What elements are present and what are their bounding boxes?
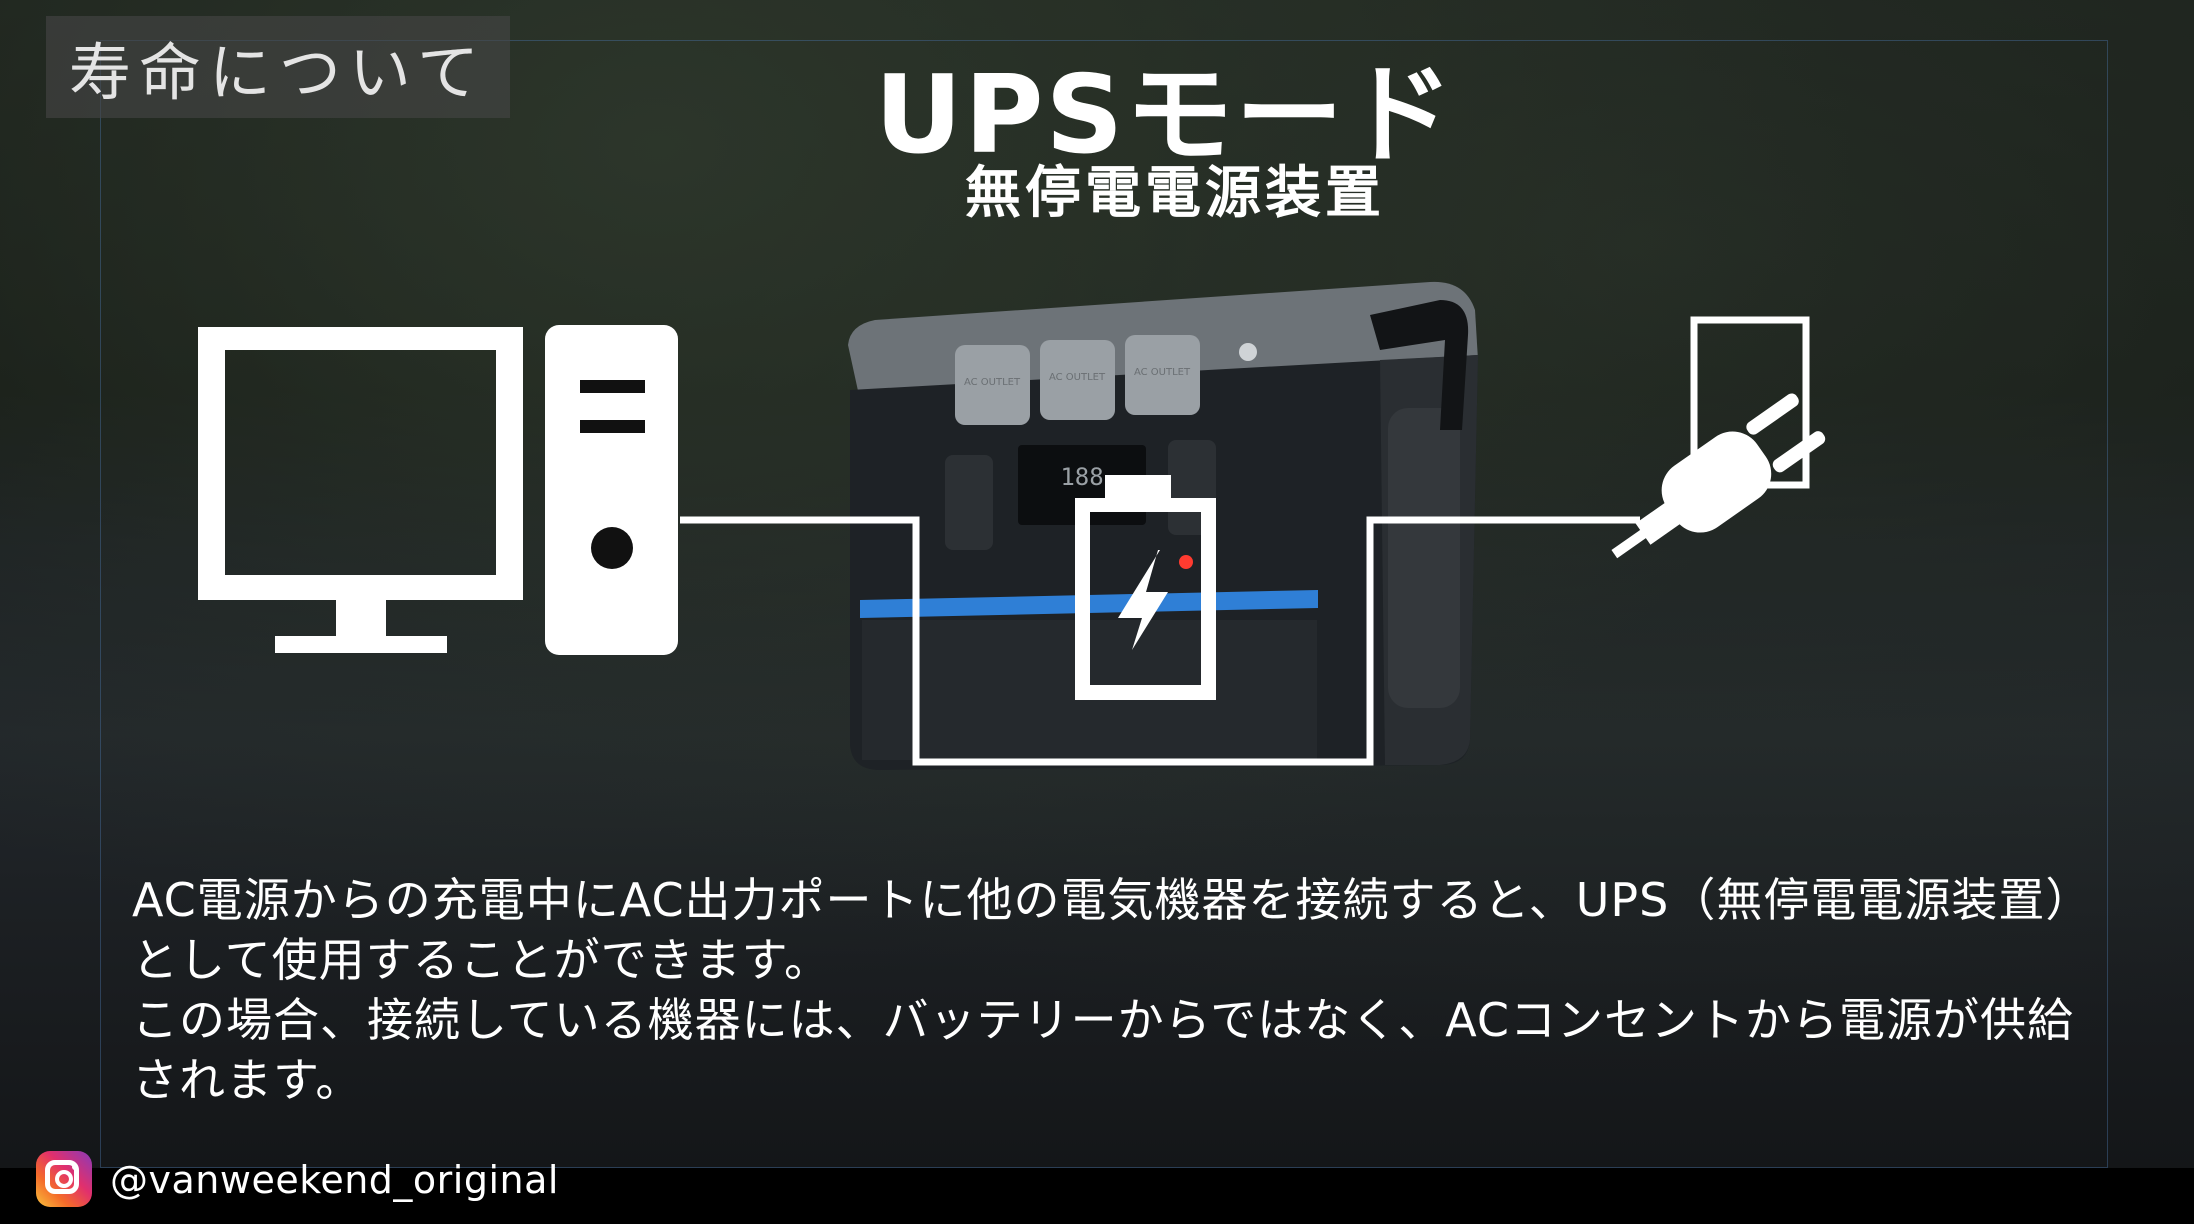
page-title: UPSモード [874, 53, 1456, 178]
lightning-icon [1118, 550, 1168, 650]
monitor-icon [198, 327, 523, 653]
outlet-label-1: AC OUTLET [964, 377, 1021, 388]
outlet-label-3: AC OUTLET [1134, 367, 1191, 378]
pc-tower-icon [545, 325, 678, 655]
power-button-icon [1239, 343, 1257, 361]
description: AC電源からの充電中にAC出力ポートに他の電気機器を接続すると、UPS（無停電電… [132, 870, 2092, 1110]
outlet-label-2: AC OUTLET [1049, 372, 1106, 383]
battery-charging-icon [1075, 475, 1216, 700]
ac-outlet-2 [1040, 340, 1115, 420]
page-subtitle: 無停電電源装置 [965, 161, 1385, 226]
power-wire [680, 516, 1640, 766]
ac-outlet-1 [955, 345, 1030, 425]
status-led [1179, 555, 1193, 569]
display-reading: 188 [1060, 463, 1103, 491]
footer-bar [0, 1168, 2194, 1224]
description-paragraph-1: AC電源からの充電中にAC出力ポートに他の電気機器を接続すると、UPS（無停電電… [132, 873, 2070, 987]
instagram-handle[interactable]: @vanweekend_original [110, 1158, 559, 1202]
section-tag: 寿命について [46, 16, 510, 118]
description-paragraph-2: この場合、接続している機器には、バッテリーからではなく、ACコンセントから電源が… [132, 993, 2075, 1107]
content-frame [100, 40, 2108, 1168]
plug-icon [1611, 393, 1826, 559]
ac-outlet-3 [1125, 335, 1200, 415]
instagram-icon[interactable] [36, 1151, 92, 1207]
